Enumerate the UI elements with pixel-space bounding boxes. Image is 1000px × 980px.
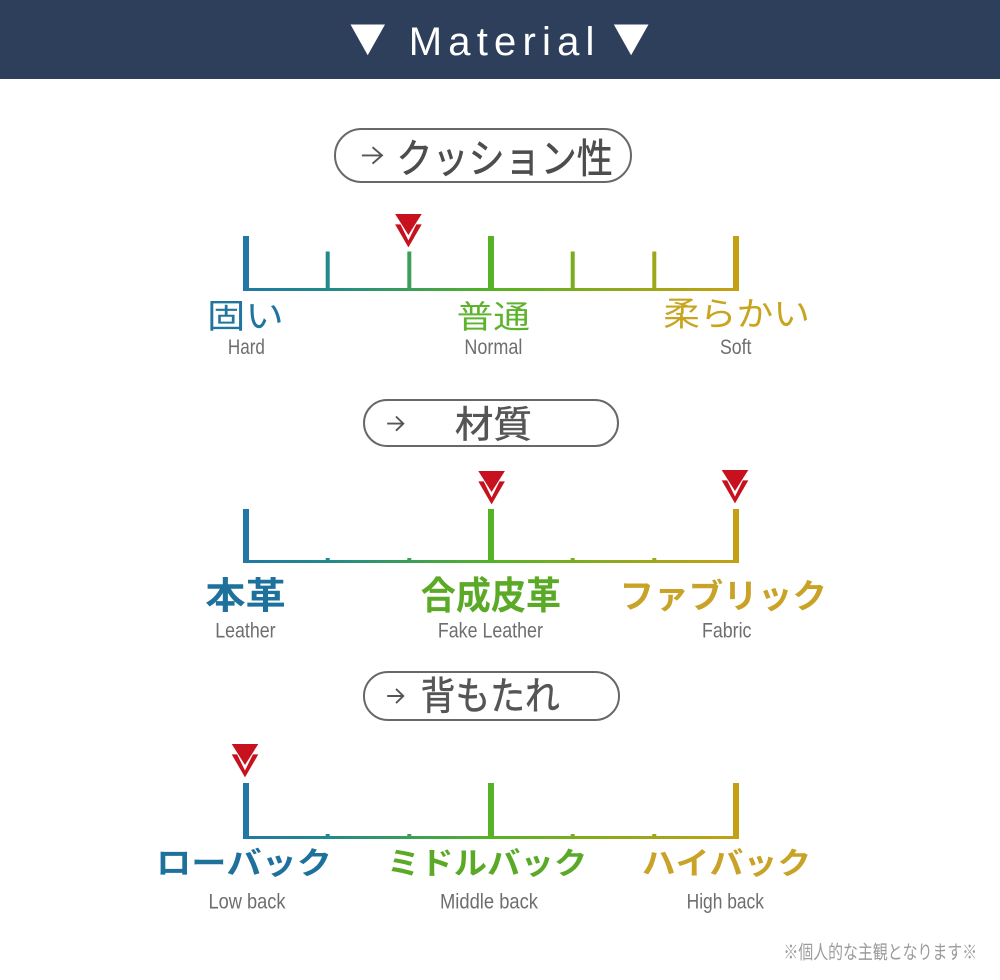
svg-text:Fake Leather: Fake Leather — [438, 619, 543, 642]
svg-text:Middle back: Middle back — [440, 891, 538, 914]
svg-text:High back: High back — [687, 891, 765, 914]
svg-text:Leather: Leather — [215, 619, 275, 642]
svg-text:Hard: Hard — [228, 336, 265, 359]
svg-text:Fabric: Fabric — [702, 619, 752, 642]
svg-text:Normal: Normal — [464, 336, 522, 359]
svg-text:Material: Material — [409, 20, 601, 64]
svg-text:Soft: Soft — [720, 336, 752, 359]
svg-text:Low back: Low back — [209, 891, 286, 914]
